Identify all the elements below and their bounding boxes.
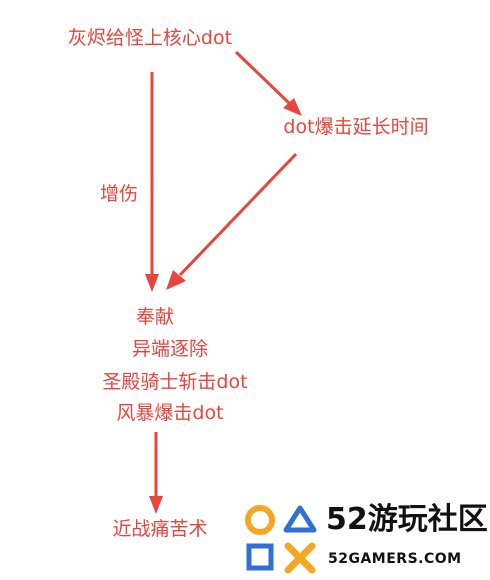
node-dot-crit-extend: dot爆击延长时间 [283, 116, 429, 138]
logo-triangle-icon [283, 505, 317, 533]
logo-x-icon [284, 542, 316, 574]
arrow-storm-to-melee [149, 432, 163, 514]
arrow-crit-extend-to-consecration [166, 152, 298, 290]
node-storm-crit-dot: 风暴爆击dot [116, 402, 224, 424]
logo-symbols [245, 505, 317, 574]
watermark-sub-text: 52GAMERS.COM [328, 551, 462, 567]
logo-square-icon [246, 543, 274, 571]
edge-label-damage-boost: 增伤 [99, 183, 139, 205]
node-heresy-purge: 异端逐除 [131, 338, 209, 360]
logo-circle-icon [245, 505, 275, 535]
arrow-core-to-consecration [145, 72, 159, 292]
watermark-main-text: 52游玩社区 [326, 502, 488, 537]
node-templar-slash-dot: 圣殿骑士斩击dot [102, 371, 248, 393]
node-melee-pain: 近战痛苦术 [112, 518, 208, 540]
watermark-logo: 52游玩社区 52GAMERS.COM [242, 500, 490, 580]
node-consecration: 奉献 [135, 306, 175, 328]
arrow-core-to-crit-extend [234, 50, 302, 116]
node-ash-core-dot: 灰烬给怪上核心dot [67, 27, 233, 49]
